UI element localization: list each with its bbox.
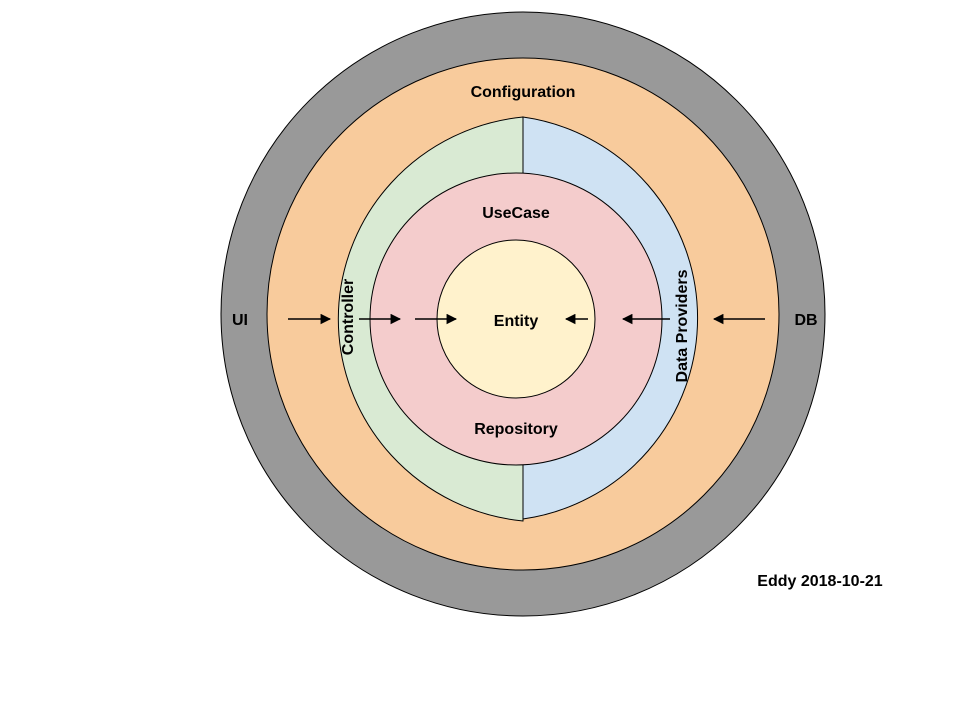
db-label: DB bbox=[794, 312, 817, 329]
entity-label: Entity bbox=[494, 313, 539, 330]
configuration-label: Configuration bbox=[471, 84, 576, 101]
controller-label: Controller bbox=[340, 279, 357, 355]
credit-label: Eddy 2018-10-21 bbox=[757, 573, 883, 590]
data-providers-label: Data Providers bbox=[674, 269, 691, 382]
usecase-label: UseCase bbox=[482, 205, 550, 222]
repository-label: Repository bbox=[474, 421, 558, 438]
ui-label: UI bbox=[232, 312, 248, 329]
